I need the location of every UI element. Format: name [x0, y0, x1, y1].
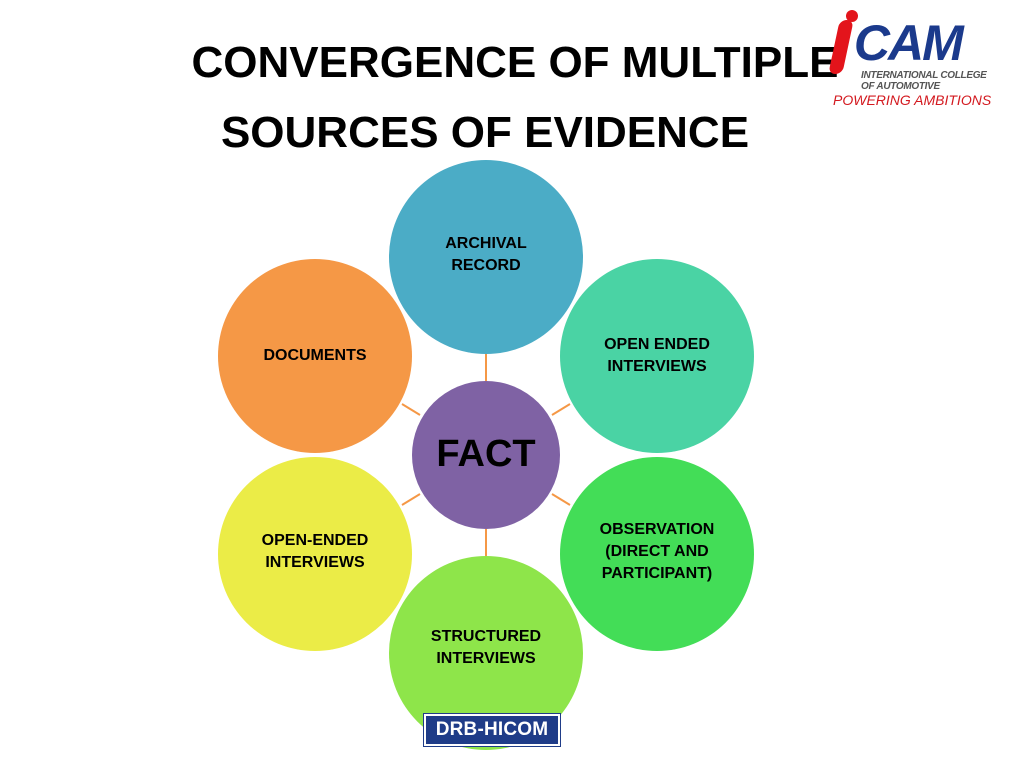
- drb-hicom-logo: DRB-HICOM: [423, 713, 561, 747]
- logo-subtitle-line2: OF AUTOMOTIVE: [861, 81, 940, 92]
- observation-label: OBSERVATION (DIRECT AND PARTICIPANT): [599, 521, 715, 582]
- observation-node: OBSERVATION (DIRECT AND PARTICIPANT): [560, 457, 754, 651]
- logo-subtitle: INTERNATIONAL COLLEGE OF AUTOMOTIVE: [861, 70, 987, 92]
- connector-upper-left: [401, 403, 421, 416]
- connector-lower-right: [551, 493, 571, 506]
- documents-node: DOCUMENTS: [218, 259, 412, 453]
- open-ended-interviews-hyphen-label: OPEN-ENDED INTERVIEWS: [261, 532, 369, 571]
- open-ended-interviews-hyphen-node: OPEN-ENDED INTERVIEWS: [218, 457, 412, 651]
- connector-lower-left: [401, 493, 421, 506]
- fact-center-node: FACT: [412, 381, 560, 529]
- connector-upper-right: [551, 403, 571, 416]
- logo-subtitle-line1: INTERNATIONAL COLLEGE: [861, 70, 987, 81]
- documents-label: DOCUMENTS: [263, 347, 367, 364]
- slide-title: CONVERGENCE OF MULTIPLE SOURCES OF EVIDE…: [120, 28, 910, 168]
- structured-interviews-label: STRUCTURED INTERVIEWS: [430, 628, 542, 667]
- archival-record-node: ARCHIVAL RECORD: [389, 160, 583, 354]
- open-ended-interviews-node: OPEN ENDED INTERVIEWS: [560, 259, 754, 453]
- archival-record-label: ARCHIVAL RECORD: [445, 235, 527, 274]
- logo-tagline: POWERING AMBITIONS: [833, 92, 992, 108]
- slide-title-line1: CONVERGENCE OF MULTIPLE: [191, 38, 839, 87]
- slide-title-line2: SOURCES OF EVIDENCE: [220, 108, 750, 157]
- icam-logo: CAM INTERNATIONAL COLLEGE OF AUTOMOTIVE …: [828, 8, 1018, 112]
- open-ended-interviews-label: OPEN ENDED INTERVIEWS: [604, 336, 710, 375]
- logo-wordmark: CAM: [842, 15, 964, 71]
- fact-label: FACT: [436, 433, 536, 475]
- logo-dot-mark: [846, 10, 858, 22]
